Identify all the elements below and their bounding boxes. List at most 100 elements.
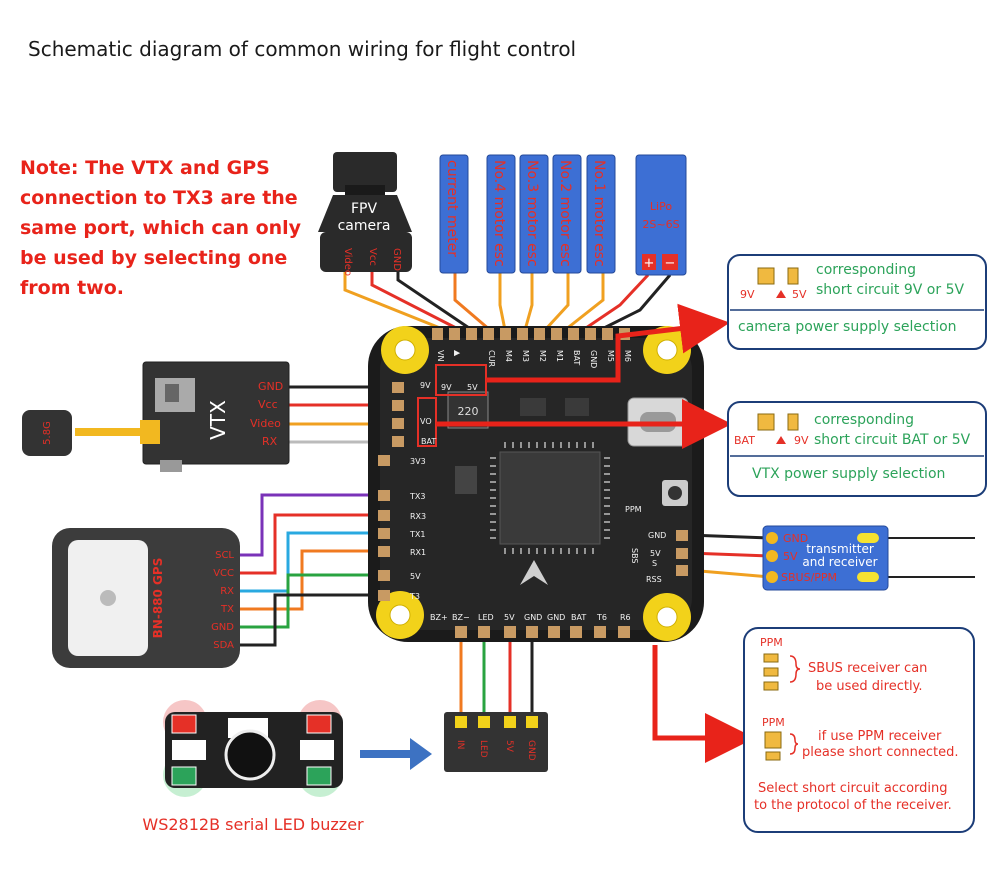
protocol-sbus-line1: SBUS receiver can xyxy=(808,661,927,676)
camera-label-2: camera xyxy=(338,218,391,234)
protocol-ppm-line2: please short connected. xyxy=(802,745,958,760)
pin-m5: M5 xyxy=(606,350,615,362)
motor-esc-4-label: No.4 motor esc xyxy=(491,160,507,267)
protocol-select-line2: to the protocol of the receiver. xyxy=(754,798,952,813)
pin-3v3: 3V3 xyxy=(410,457,426,466)
current-meter-label: current meter xyxy=(444,160,460,257)
pin-r6: R6 xyxy=(620,613,631,622)
protocol-ppm-line1: if use PPM receiver xyxy=(818,729,942,744)
pin-bat: BAT xyxy=(572,350,581,365)
pin-t3-left: T3 xyxy=(409,592,420,601)
callout-lines xyxy=(436,303,755,763)
receiver-module: GND 5V SBUS/PPM transmitter and receiver xyxy=(762,525,889,591)
vtx-pin-gnd: GND xyxy=(258,380,283,393)
camera-selection-caption: camera power supply selection xyxy=(738,319,957,335)
pin-5v-left: 5V xyxy=(410,572,421,581)
camera-selection-line1: corresponding xyxy=(816,262,916,278)
motor-esc-3-label: No.3 motor esc xyxy=(524,160,540,267)
receiver-pin-sbus: SBUS/PPM xyxy=(781,571,837,584)
motor-esc-4: No.4 motor esc xyxy=(486,154,516,274)
camera-pin-gnd: GND xyxy=(391,248,402,271)
note-line-1: Note: The VTX and GPS xyxy=(20,157,270,179)
note-line-4: be used by selecting one xyxy=(20,247,287,269)
led-header-5v: 5V xyxy=(504,740,514,753)
pin-vn: VN xyxy=(436,350,445,361)
inductor-label: 220 xyxy=(458,405,479,418)
gps-pin-rx: RX xyxy=(220,586,234,597)
camera-pin-video: Video xyxy=(342,248,353,276)
flight-controller-board: 220 9V 5V BAT VN xyxy=(368,326,704,642)
gps-pin-scl: SCL xyxy=(215,550,234,561)
pin-gnd-top: GND xyxy=(589,350,598,368)
camera-selection-line2: short circuit 9V or 5V xyxy=(816,282,964,298)
pin-arrow: ▲ xyxy=(453,350,462,357)
pin-m1: M1 xyxy=(555,350,564,362)
gps-pin-gnd: GND xyxy=(211,622,234,633)
pin-vo-left: VO xyxy=(420,417,432,426)
page-title: Schematic diagram of common wiring for f… xyxy=(28,37,576,61)
note-line-3: same port, which can only xyxy=(20,217,302,239)
led-connect-arrow xyxy=(360,738,432,770)
camera-pin-vcc: Vcc xyxy=(367,248,378,266)
pin-ppm-board: PPM xyxy=(625,505,642,514)
led-header-gnd: GND xyxy=(526,740,536,761)
protocol-ppm-mid: PPM xyxy=(762,716,785,729)
pin-tx3: TX3 xyxy=(409,492,425,501)
protocol-ppm-top: PPM xyxy=(760,636,783,649)
led-header-led: LED xyxy=(478,740,488,758)
pin-t6: T6 xyxy=(596,613,607,622)
wiring-note: Note: The VTX and GPS connection to TX3 … xyxy=(20,157,302,299)
vtx-module: VTX GND Vcc Video RX 5.8G xyxy=(22,361,290,472)
lipo-minus: − xyxy=(665,256,676,271)
camera-label-1: FPV xyxy=(351,201,377,217)
receiver-label-1: transmitter xyxy=(806,542,874,556)
pin-rx1: RX1 xyxy=(410,548,426,557)
pin-gnd-bottom-2: GND xyxy=(547,613,565,622)
protocol-panel: PPM SBUS receiver can be used directly. … xyxy=(743,627,975,833)
vtx-pin-vcc: Vcc xyxy=(258,398,278,411)
motor-esc-3: No.3 motor esc xyxy=(519,154,549,274)
motor-esc-1-label: No.1 motor esc xyxy=(591,160,607,267)
gps-pin-tx: TX xyxy=(220,604,234,615)
receiver-label-2: and receiver xyxy=(802,555,877,569)
pin-m2: M2 xyxy=(538,350,547,362)
antenna xyxy=(22,410,72,456)
pin-tx1: TX1 xyxy=(409,530,425,539)
note-line-5: from two. xyxy=(20,277,124,299)
left-pin-column xyxy=(378,382,404,601)
pin-bz-plus: BZ+ xyxy=(430,613,448,622)
led-header-in: IN xyxy=(455,740,465,749)
vtx-jumper-9v: 9V xyxy=(794,434,809,447)
pin-led: LED xyxy=(478,613,494,622)
current-meter: current meter xyxy=(439,154,469,274)
pin-5v-right: 5V xyxy=(650,549,661,558)
pin-bz-minus: BZ− xyxy=(452,613,470,622)
camera-jumper-5v: 5V xyxy=(792,288,807,301)
gps-module: BN-880 GPS SCL VCC RX TX GND SDA xyxy=(52,528,240,668)
jumper-b-bat: BAT xyxy=(421,437,436,446)
pin-rx3: RX3 xyxy=(410,512,426,521)
vtx-selection-line1: corresponding xyxy=(814,412,914,428)
protocol-sbus-line2: be used directly. xyxy=(816,679,923,694)
lipo-battery: LiPo 2S~6S + − xyxy=(635,154,687,276)
mcu-chip xyxy=(499,451,601,545)
pin-m6: M6 xyxy=(623,350,632,362)
right-pin-column xyxy=(676,530,688,576)
pin-rss: RSS xyxy=(646,575,662,584)
jumper-a-5v: 5V xyxy=(467,383,478,392)
gps-pin-vcc: VCC xyxy=(213,568,234,579)
pin-m3: M3 xyxy=(521,350,530,362)
camera-power-panel: 9V 5V corresponding short circuit 9V or … xyxy=(727,254,987,350)
protocol-select-line1: Select short circuit according xyxy=(758,781,948,796)
gps-pin-sda: SDA xyxy=(213,640,234,651)
receiver-pin-5v: 5V xyxy=(783,550,798,563)
lipo-label-1: LiPo xyxy=(650,200,672,213)
antenna-label: 5.8G xyxy=(42,421,53,445)
pin-s-right: S xyxy=(652,559,657,568)
led-buzzer-label: WS2812B serial LED buzzer xyxy=(142,815,364,834)
vtx-label: VTX xyxy=(206,400,230,440)
bottom-pin-row xyxy=(455,626,630,638)
motor-esc-2: No.2 motor esc xyxy=(552,154,582,274)
boot-button[interactable] xyxy=(668,486,682,500)
motor-esc-2-label: No.2 motor esc xyxy=(557,160,573,267)
